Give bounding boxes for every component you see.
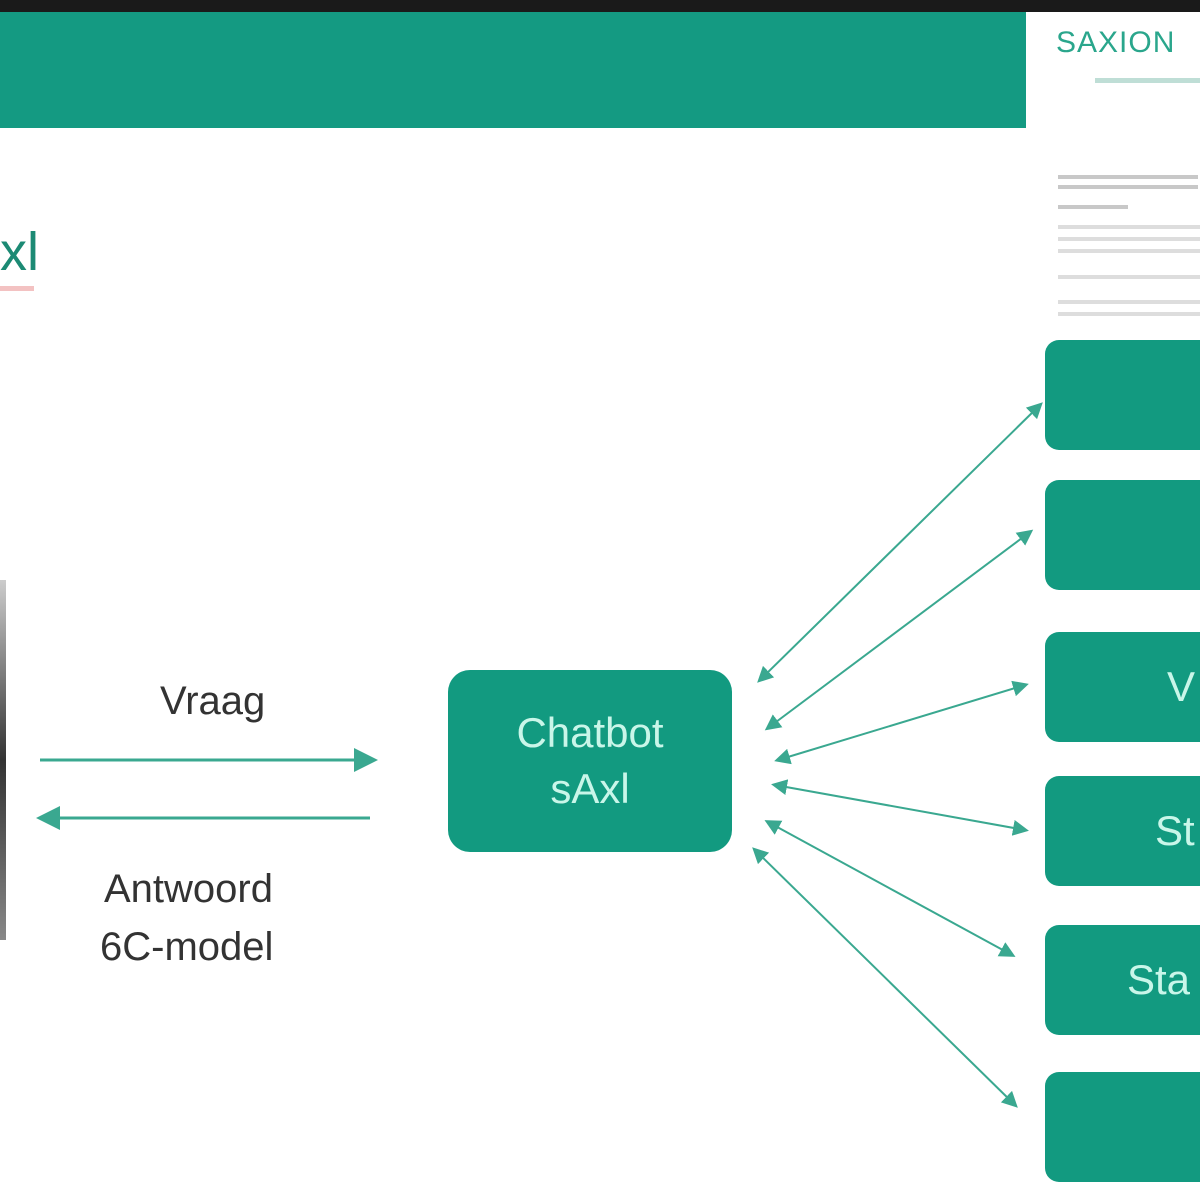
source-box-label: St — [1155, 807, 1195, 854]
chatbot-label-line2: sAxl — [550, 765, 630, 812]
answer-label-line2: 6C-model — [100, 925, 274, 969]
chatbot-label-line1: Chatbot — [516, 709, 664, 756]
doc-text-line — [1058, 300, 1200, 304]
connector-arrow — [757, 402, 1043, 683]
document-thumbnail — [1030, 12, 1200, 327]
doc-text-line — [1058, 237, 1200, 241]
saxion-logo: SAXION — [1056, 26, 1176, 59]
source-box-label: V — [1167, 663, 1196, 710]
answer-label-line1: Antwoord — [104, 867, 273, 911]
source-box — [1045, 480, 1200, 590]
doc-text-line — [1058, 225, 1200, 229]
user-image-fragment — [0, 580, 6, 940]
source-box: Sta — [1045, 925, 1200, 1035]
connector-arrow — [764, 820, 1016, 957]
slide-title-fragment: xl — [0, 222, 39, 282]
connector-arrow — [764, 529, 1034, 731]
top-bar — [0, 0, 1200, 12]
doc-text-line — [1058, 249, 1200, 253]
source-box-label: Sta — [1127, 956, 1191, 1003]
chatbot-box: Chatbot sAxl — [448, 670, 732, 852]
source-box: St — [1045, 776, 1200, 886]
connector-arrow — [752, 847, 1018, 1108]
doc-text-line — [1058, 312, 1200, 316]
question-label: Vraag — [160, 679, 266, 723]
title-underline — [0, 286, 34, 291]
connector-arrow — [774, 680, 1029, 765]
connector-arrow — [771, 779, 1029, 836]
doc-text-line — [1058, 175, 1198, 179]
doc-text-line — [1058, 185, 1198, 189]
logo-subtitle — [1095, 78, 1200, 83]
doc-text-line — [1058, 275, 1200, 279]
source-box: V — [1045, 632, 1200, 742]
slide-header-banner — [0, 12, 1026, 128]
source-box — [1045, 1072, 1200, 1182]
source-box — [1045, 340, 1200, 450]
doc-text-line — [1058, 205, 1128, 209]
